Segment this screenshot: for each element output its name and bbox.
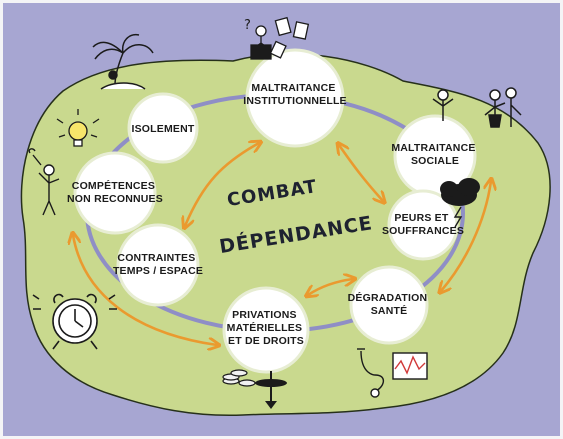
node-label: MALTRAITANCE: [391, 142, 475, 154]
arrow-competences-maltraitance: [185, 143, 259, 226]
arrow-competences-privations: [73, 235, 217, 345]
diagram-canvas: MALTRAITANCE INSTITUTIONNELLE MALTRAITAN…: [3, 3, 560, 436]
svg-text:PEURS ET SOUFFRANCES: PEURS ET SOUFFRANCES: [382, 212, 464, 237]
node-label: CONTRAINTES: [117, 252, 195, 264]
svg-text:?: ?: [244, 18, 251, 33]
svg-text:DÉGRADATION SANTÉ: DÉGRADATION SANTÉ: [348, 291, 431, 317]
svg-text:CONTRAINTES TEMPS / ESPACE: CONTRAINTES TEMPS / ESPACE: [113, 252, 203, 277]
node-competences: [73, 151, 157, 235]
arrow-sociale-degradation: [441, 181, 491, 291]
people-group-icon: [432, 87, 522, 128]
svg-text:MALTRAITANCE SOCIALE: MALTRAITANCE SOCIALE: [391, 142, 478, 167]
node-label: ET DE DROITS: [228, 335, 304, 347]
node-maltraitance-institutionnelle: [245, 48, 345, 148]
node-isolement: [127, 92, 199, 164]
shadow-hole-icon: [255, 371, 287, 409]
svg-text:MALTRAITANCE INSTITUTIONNE: MALTRAITANCE INSTITUTIONNELLE: [243, 82, 347, 107]
node-label: MATÉRIELLES: [227, 321, 303, 334]
node-label: SOUFFRANCES: [382, 225, 464, 237]
node-label: ISOLEMENT: [131, 123, 194, 135]
node-contraintes: [116, 223, 200, 307]
node-privations: [222, 286, 310, 374]
dependance-cycle-diagram: MALTRAITANCE INSTITUTIONNELLE MALTRAITAN…: [20, 16, 551, 417]
svg-text:ISOLEMENT: ISOLEMENT: [131, 123, 194, 135]
storm-cloud-icon: [440, 178, 480, 228]
node-label: NON RECONNUES: [67, 193, 163, 205]
svg-text:COMPÉTENCES NON RECONNUES: COMPÉTENCES NON RECONNUES: [67, 179, 163, 205]
palm-tree-icon: [92, 33, 154, 90]
arrow-institutionnelle-peurs: [339, 145, 383, 201]
node-degradation-sante: [349, 265, 429, 345]
node-label: SANTÉ: [371, 304, 408, 317]
node-label: MALTRAITANCE: [251, 82, 335, 94]
svg-text:PRIVATIONS MATÉRIELLES: PRIVATIONS MATÉRIELLES ET DE DROITS: [227, 309, 306, 347]
wrench-person-icon: [28, 148, 60, 216]
node-label: DÉGRADATION: [348, 291, 428, 304]
node-label: PEURS ET: [394, 212, 448, 224]
alarm-clock-icon: [32, 293, 117, 350]
lightbulb-icon: [56, 109, 100, 147]
coins-icon: [222, 369, 256, 387]
papers-person-icon: ?: [244, 16, 310, 60]
node-label: SOCIALE: [411, 155, 459, 167]
stethoscope-chart-icon: [357, 348, 428, 398]
arrow-privations-degradation: [308, 279, 353, 295]
node-label: COMPÉTENCES: [72, 179, 155, 192]
node-label: INSTITUTIONNELLE: [243, 95, 347, 107]
node-label: TEMPS / ESPACE: [113, 265, 203, 277]
node-label: PRIVATIONS: [232, 309, 297, 321]
